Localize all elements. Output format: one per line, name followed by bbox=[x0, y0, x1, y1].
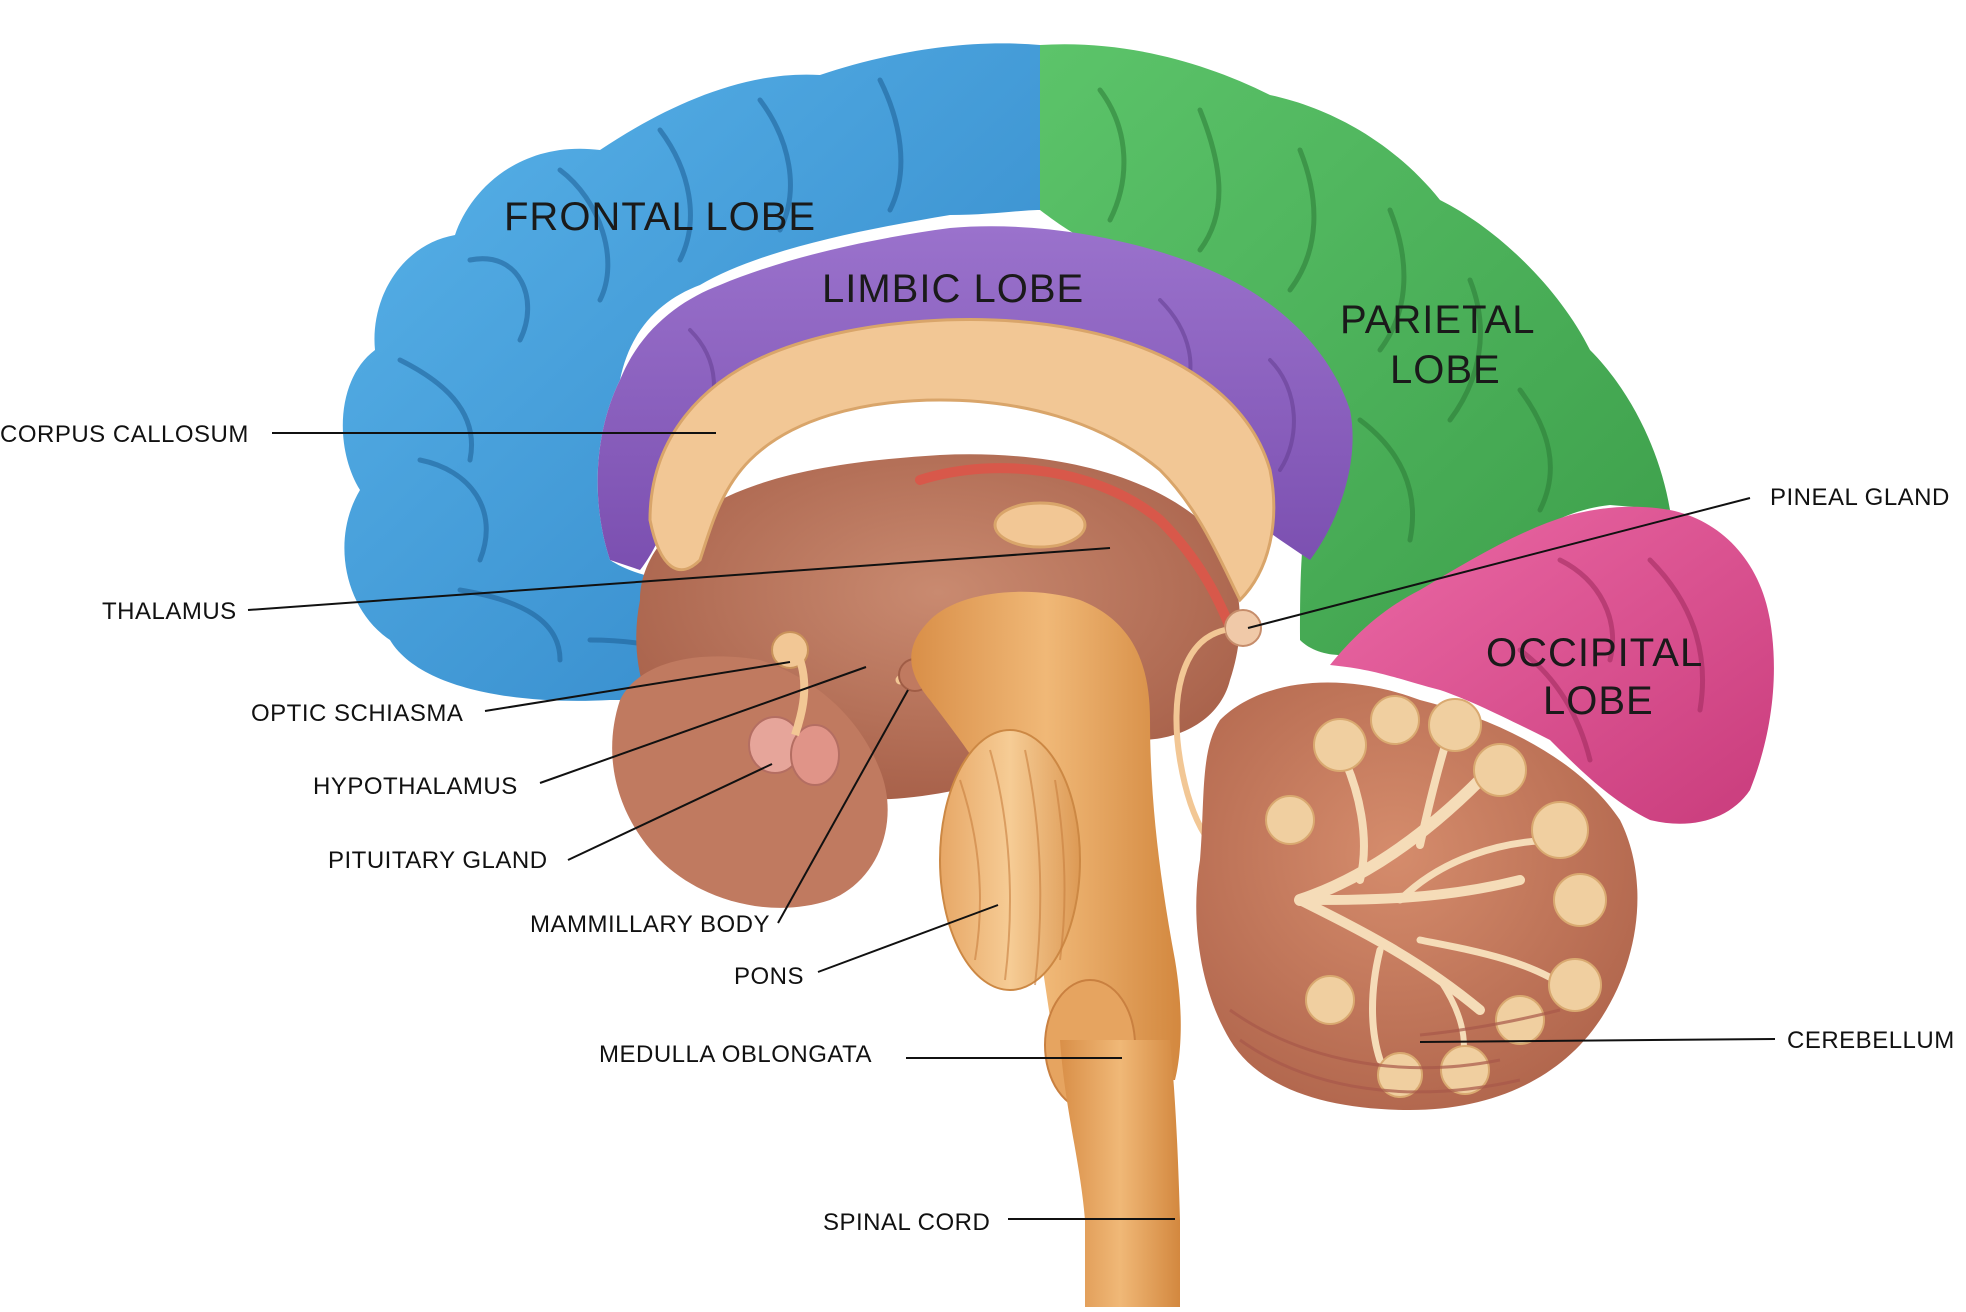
leader-pineal-gland bbox=[1247, 497, 1751, 629]
temporal-tissue bbox=[612, 656, 888, 908]
spinal-cord-body bbox=[1060, 1040, 1180, 1307]
medulla-oblongata-label: MEDULLA OBLONGATA bbox=[599, 1041, 872, 1068]
leader-pituitary-gland bbox=[567, 763, 773, 861]
mammillary-body-label: MAMMILLARY BODY bbox=[530, 911, 770, 938]
occipital-lobe-label-line1: OCCIPITAL bbox=[1486, 631, 1703, 675]
parietal-lobe-label-line1: PARIETAL bbox=[1340, 298, 1535, 342]
leader-lines bbox=[247, 432, 1776, 1220]
leader-optic-schiasma bbox=[484, 661, 791, 712]
pineal-gland-body bbox=[1224, 609, 1262, 647]
occipital-lobe-region bbox=[1330, 506, 1774, 824]
cerebellum-label: CEREBELLUM bbox=[1787, 1027, 1955, 1054]
leader-mammillary-body bbox=[777, 689, 909, 924]
occipital-lobe-label-line2: LOBE bbox=[1543, 679, 1654, 723]
leader-thalamus bbox=[247, 547, 1111, 611]
pons-body bbox=[939, 729, 1081, 991]
pituitary-gland-body-2 bbox=[790, 724, 840, 786]
corpus-callosum bbox=[648, 318, 1276, 603]
frontal-lobe-label: FRONTAL LOBE bbox=[504, 195, 816, 239]
pineal-gland-label: PINEAL GLAND bbox=[1770, 484, 1950, 511]
hypothalamus-label: HYPOTHALAMUS bbox=[313, 773, 518, 800]
corpus-callosum-label: CORPUS CALLOSUM bbox=[0, 421, 249, 448]
spinal-cord-label: SPINAL CORD bbox=[823, 1209, 990, 1236]
thalamus-body bbox=[993, 501, 1087, 549]
parietal-lobe-label-line2: LOBE bbox=[1390, 348, 1501, 392]
pons-striations bbox=[959, 749, 1066, 986]
optic-chiasm bbox=[771, 631, 809, 669]
cortex bbox=[342, 43, 1774, 824]
pituitary-stalk bbox=[791, 658, 809, 737]
frontal-lobe-region bbox=[342, 43, 1040, 701]
leader-cerebellum bbox=[1419, 1038, 1776, 1043]
limbic-lobe-region bbox=[597, 226, 1353, 570]
fornix bbox=[915, 463, 1240, 645]
optic-schiasma-label: OPTIC SCHIASMA bbox=[251, 700, 463, 727]
leader-pons bbox=[817, 904, 999, 973]
pons-label: PONS bbox=[734, 963, 804, 990]
pituitary-gland-label: PITUITARY GLAND bbox=[328, 847, 548, 874]
parietal-lobe-region bbox=[1040, 44, 1670, 656]
limbic-lobe-label: LIMBIC LOBE bbox=[822, 267, 1084, 311]
thalamus-label: THALAMUS bbox=[102, 598, 237, 625]
arbor-vitae-leaves bbox=[1265, 695, 1607, 1098]
leader-hypothalamus bbox=[539, 666, 867, 784]
cerebellum-folia bbox=[1229, 1008, 1561, 1094]
